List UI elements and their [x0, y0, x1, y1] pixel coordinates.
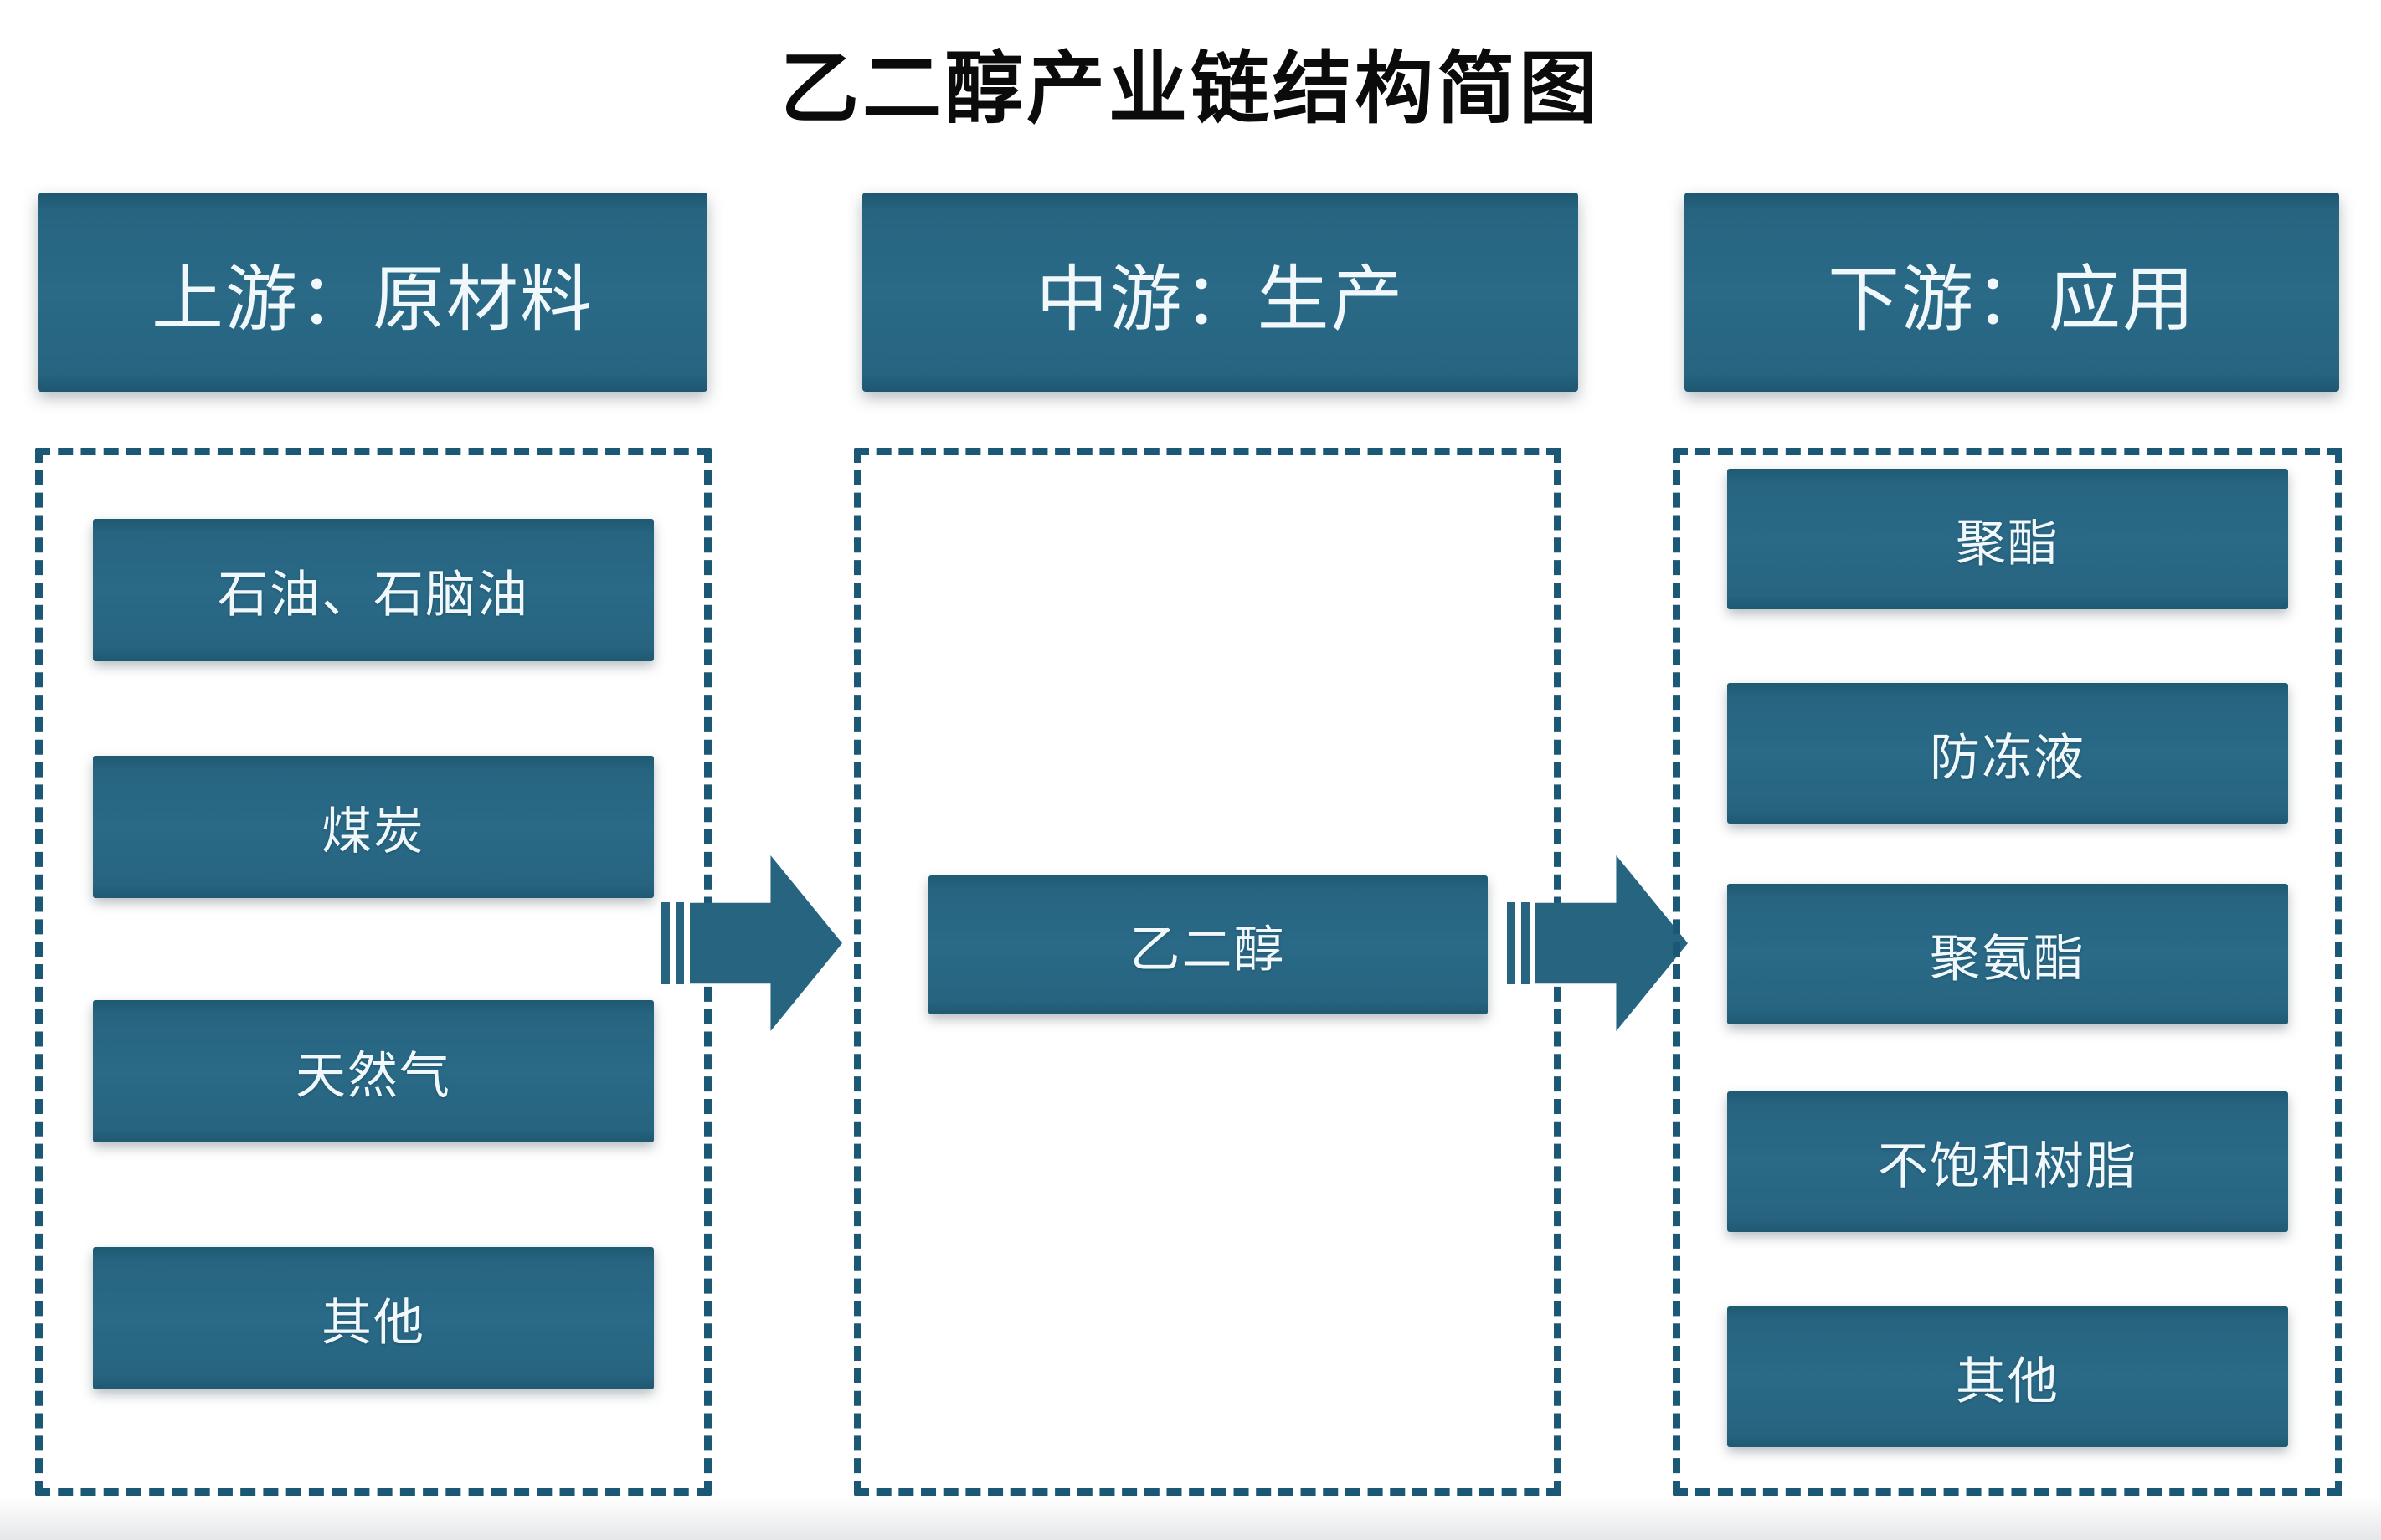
upstream-item-other: 其他 — [93, 1247, 654, 1389]
arrow-midstream-to-downstream — [1507, 855, 1688, 1031]
midstream-container: 乙二醇 — [854, 448, 1561, 1496]
right-arrow-icon — [690, 855, 842, 1031]
downstream-container: 聚酯 防冻液 聚氨酯 不饱和树脂 其他 — [1673, 448, 2342, 1496]
upstream-item-petroleum-naphtha: 石油、石脑油 — [93, 519, 654, 661]
downstream-item-other: 其他 — [1727, 1306, 2288, 1447]
downstream-item-antifreeze: 防冻液 — [1727, 683, 2288, 824]
upstream-header: 上游：原材料 — [38, 192, 707, 392]
midstream-header: 中游：生产 — [862, 192, 1578, 392]
downstream-item-polyurethane: 聚氨酯 — [1727, 884, 2288, 1024]
arrow-stripe-icon — [1521, 902, 1530, 984]
arrow-stripe-icon — [1507, 902, 1515, 984]
upstream-container: 石油、石脑油 煤炭 天然气 其他 — [35, 448, 712, 1496]
right-arrow-icon — [1535, 855, 1688, 1031]
arrow-stripe-icon — [676, 902, 684, 984]
downstream-item-polyester: 聚酯 — [1727, 469, 2288, 609]
upstream-item-coal: 煤炭 — [93, 756, 654, 898]
upstream-item-natural-gas: 天然气 — [93, 1000, 654, 1142]
downstream-header: 下游：应用 — [1684, 192, 2339, 392]
arrow-stripe-icon — [661, 902, 670, 984]
downstream-item-unsaturated-resin: 不饱和树脂 — [1727, 1091, 2288, 1232]
diagram-title: 乙二醇产业链结构简图 — [779, 46, 1601, 133]
arrow-upstream-to-midstream — [661, 855, 842, 1031]
midstream-item-ethylene-glycol: 乙二醇 — [928, 875, 1488, 1014]
